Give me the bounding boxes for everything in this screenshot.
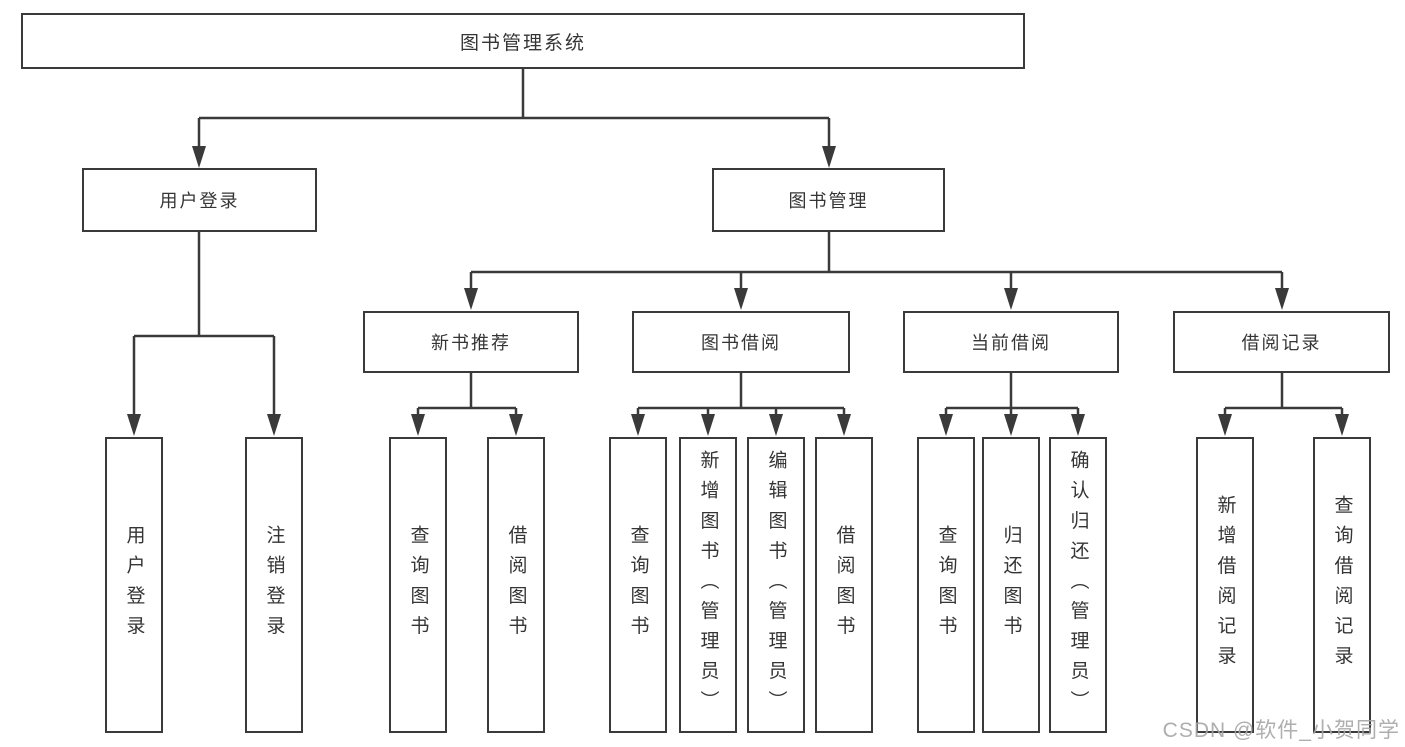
leaf-query-book-1-label: 查询图书 bbox=[407, 524, 429, 646]
leaf-borrow-book-1-label: 借阅图书 bbox=[505, 524, 527, 646]
leaf-query-book-1: 查询图书 bbox=[389, 437, 447, 733]
leaf-logout: 注销登录 bbox=[245, 437, 303, 733]
node-book-mgmt: 图书管理 bbox=[712, 168, 945, 232]
node-root: 图书管理系统 bbox=[21, 13, 1025, 69]
node-user-login: 用户登录 bbox=[82, 168, 317, 232]
leaf-query-book-2: 查询图书 bbox=[609, 437, 667, 733]
leaf-query-borrow-record-label: 查询借阅记录 bbox=[1331, 494, 1353, 676]
leaf-borrow-book-2-label: 借阅图书 bbox=[833, 524, 855, 646]
leaf-add-borrow-record-label: 新增借阅记录 bbox=[1214, 494, 1236, 676]
leaf-user-login-label: 用户登录 bbox=[123, 524, 145, 646]
leaf-return-book: 归还图书 bbox=[982, 437, 1040, 733]
leaf-query-borrow-record: 查询借阅记录 bbox=[1313, 437, 1371, 733]
edge-lines bbox=[132, 69, 1344, 418]
leaf-add-book-admin: 新增图书（管理员） bbox=[679, 437, 737, 733]
arrowhead-icons bbox=[127, 146, 1349, 436]
leaf-edit-book-admin-label: 编辑图书（管理员） bbox=[765, 449, 787, 721]
node-book-borrow: 图书借阅 bbox=[632, 311, 850, 373]
leaf-borrow-book-2: 借阅图书 bbox=[815, 437, 873, 733]
leaf-user-login: 用户登录 bbox=[105, 437, 163, 733]
leaf-logout-label: 注销登录 bbox=[263, 524, 285, 646]
leaf-return-book-label: 归还图书 bbox=[1000, 524, 1022, 646]
leaf-add-borrow-record: 新增借阅记录 bbox=[1196, 437, 1254, 733]
leaf-query-book-3: 查询图书 bbox=[917, 437, 975, 733]
leaf-borrow-book-1: 借阅图书 bbox=[487, 437, 545, 733]
leaf-confirm-return-admin: 确认归还（管理员） bbox=[1049, 437, 1107, 733]
leaf-add-book-admin-label: 新增图书（管理员） bbox=[697, 449, 719, 721]
leaf-query-book-3-label: 查询图书 bbox=[935, 524, 957, 646]
node-new-book-rec: 新书推荐 bbox=[363, 311, 579, 373]
leaf-confirm-return-admin-label: 确认归还（管理员） bbox=[1067, 449, 1089, 721]
leaf-query-book-2-label: 查询图书 bbox=[627, 524, 649, 646]
csdn-watermark: CSDN @软件_小贺同学 bbox=[1162, 719, 1400, 742]
leaf-edit-book-admin: 编辑图书（管理员） bbox=[747, 437, 805, 733]
node-current-borrow: 当前借阅 bbox=[903, 311, 1119, 373]
node-borrow-records: 借阅记录 bbox=[1173, 311, 1390, 373]
